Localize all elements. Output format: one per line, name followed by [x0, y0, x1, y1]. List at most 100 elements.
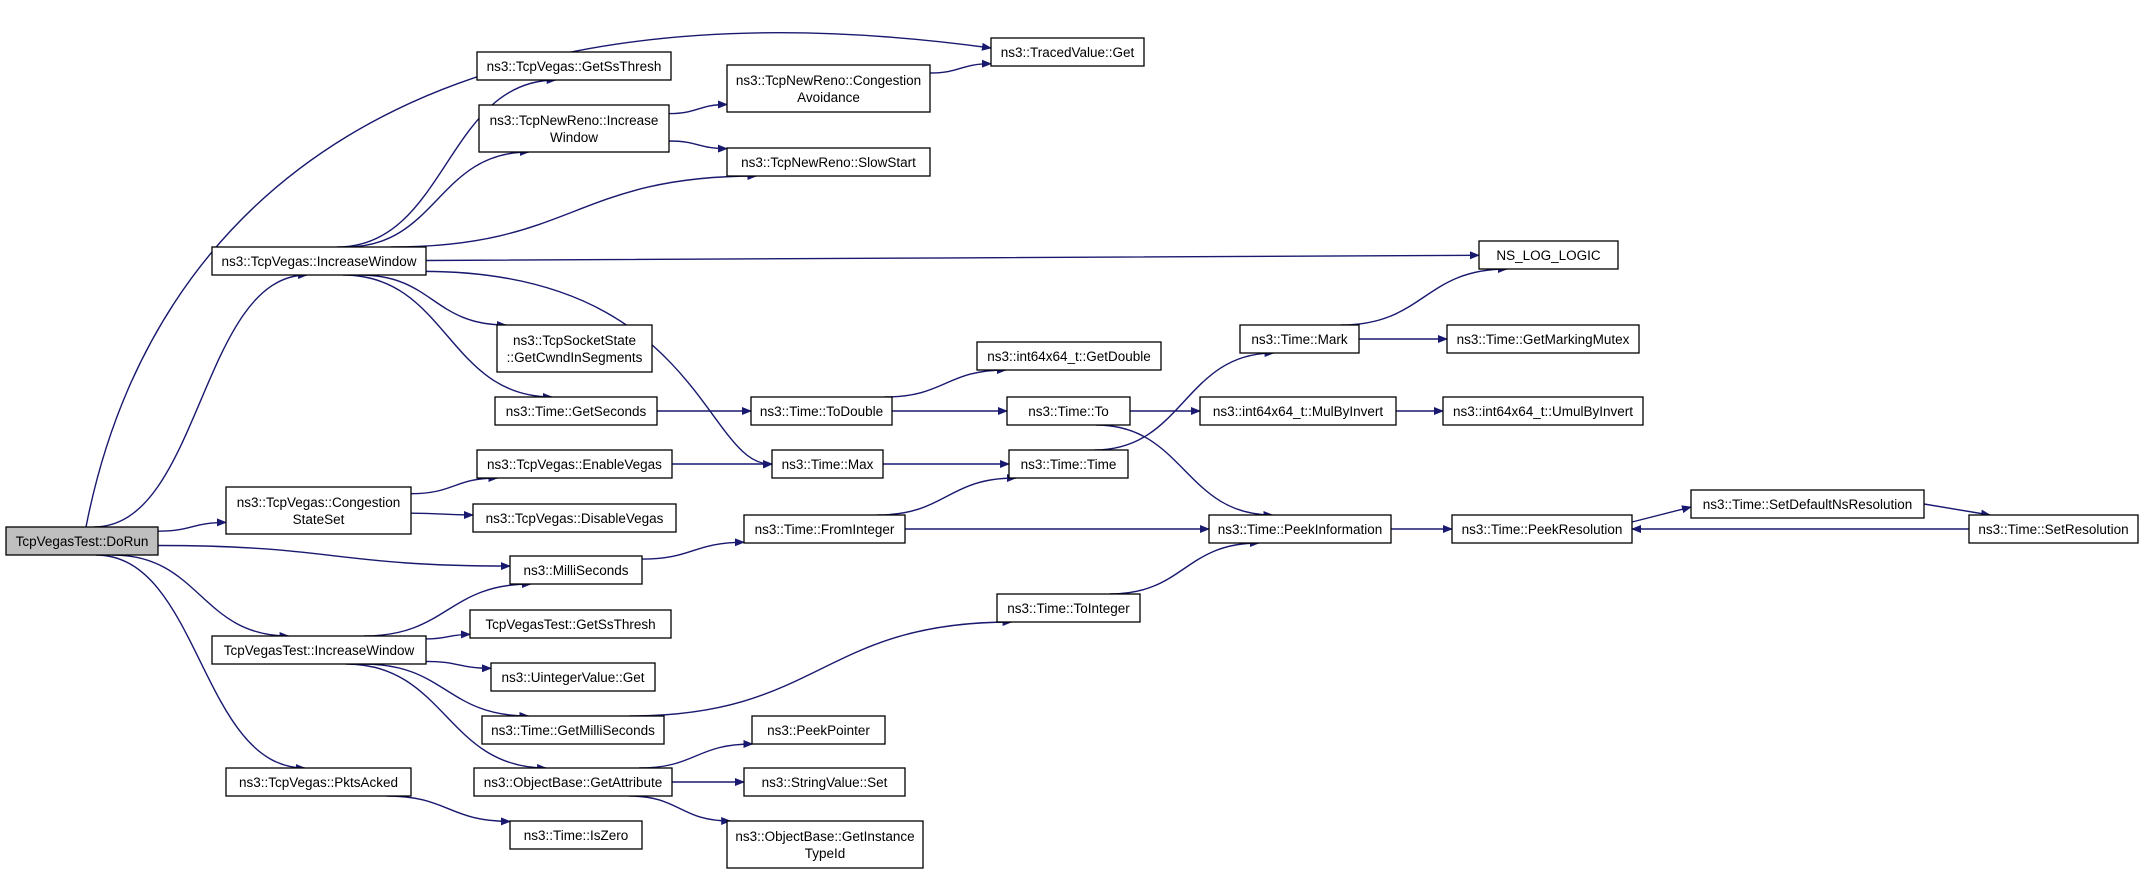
node-box: [771, 449, 884, 479]
node-vegas_increase[interactable]: ns3::TcpVegas::IncreaseWindow: [211, 246, 427, 276]
node-traced_get[interactable]: ns3::TracedValue::Get: [990, 37, 1145, 67]
edge-to-to-peekinfo: [1095, 424, 1274, 519]
edge-vegas_congestion-to-enablevegas: [410, 474, 499, 495]
node-milliseconds[interactable]: ns3::MilliSeconds: [509, 555, 643, 585]
node-getattribute[interactable]: ns3::ObjectBase::GetAttribute: [473, 767, 673, 797]
node-label: TcpVegasTest::DoRun: [16, 534, 149, 549]
node-box: [1446, 324, 1640, 354]
node-box: [481, 715, 665, 745]
node-label: ns3::TcpVegas::GetSsThresh: [487, 59, 662, 74]
node-pktsacked[interactable]: ns3::TcpVegas::PktsAcked: [225, 767, 412, 797]
node-box: [1968, 514, 2139, 544]
edge-vegas_congestion-to-disablevegas: [410, 510, 474, 519]
node-box: [1239, 324, 1360, 354]
node-box: [1690, 489, 1925, 519]
edge-vegas_increase-to-vegas_getss: [337, 76, 557, 248]
node-label: Window: [550, 130, 598, 145]
node-box: [751, 715, 886, 745]
node-box: [1442, 396, 1644, 426]
node-box: [726, 820, 924, 869]
node-box: [225, 486, 412, 535]
node-label: ::GetCwndInSegments: [507, 350, 643, 365]
edge-dorun-to-milliseconds: [157, 544, 511, 571]
node-label: ns3::int64x64_t::UmulByInvert: [1453, 404, 1633, 419]
node-box: [1199, 396, 1397, 426]
edge-dorun-to-vegas_congestion: [157, 518, 227, 532]
node-vegas_getss[interactable]: ns3::TcpVegas::GetSsThresh: [476, 51, 672, 81]
node-to[interactable]: ns3::Time::To: [1006, 396, 1131, 426]
node-label: ns3::Time::Mark: [1251, 332, 1348, 347]
node-markingmutex[interactable]: ns3::Time::GetMarkingMutex: [1446, 324, 1640, 354]
node-box: [1478, 240, 1619, 270]
node-peekres[interactable]: ns3::Time::PeekResolution: [1451, 514, 1633, 544]
node-label: ns3::Time::Max: [782, 457, 874, 472]
node-box: [478, 104, 670, 153]
node-log_logic[interactable]: NS_LOG_LOGIC: [1478, 240, 1619, 270]
node-peekinfo[interactable]: ns3::Time::PeekInformation: [1208, 514, 1392, 544]
node-stringset[interactable]: ns3::StringValue::Set: [743, 767, 906, 797]
node-peekpointer[interactable]: ns3::PeekPointer: [751, 715, 886, 745]
node-label: ns3::StringValue::Set: [762, 775, 888, 790]
node-box: [990, 37, 1145, 67]
node-label: ns3::int64x64_t::GetDouble: [987, 349, 1151, 364]
node-label: ns3::TcpNewReno::Congestion: [736, 73, 921, 88]
node-getdouble[interactable]: ns3::int64x64_t::GetDouble: [976, 341, 1162, 371]
node-label: ns3::Time::GetMarkingMutex: [1457, 332, 1630, 347]
node-test_getss[interactable]: TcpVegasTest::GetSsThresh: [469, 609, 672, 639]
node-mark[interactable]: ns3::Time::Mark: [1239, 324, 1360, 354]
node-mulbyinvert[interactable]: ns3::int64x64_t::MulByInvert: [1199, 396, 1397, 426]
node-label: ns3::Time::To: [1028, 404, 1109, 419]
node-getseconds[interactable]: ns3::Time::GetSeconds: [494, 396, 658, 426]
node-setres[interactable]: ns3::Time::SetResolution: [1968, 514, 2139, 544]
node-enablevegas[interactable]: ns3::TcpVegas::EnableVegas: [476, 449, 673, 479]
node-tointeger[interactable]: ns3::Time::ToInteger: [996, 593, 1141, 623]
edge-dorun-to-traced_get: [85, 32, 992, 528]
node-label: ns3::TcpNewReno::SlowStart: [741, 155, 916, 170]
node-label: ns3::MilliSeconds: [523, 563, 628, 578]
node-box: [211, 635, 427, 665]
node-label: ns3::PeekPointer: [767, 723, 870, 738]
node-dorun[interactable]: TcpVegasTest::DoRun: [5, 526, 159, 556]
edge-newreno_increase-to-newreno_ca: [668, 100, 728, 115]
node-test_increase[interactable]: TcpVegasTest::IncreaseWindow: [211, 635, 427, 665]
node-newreno_ss[interactable]: ns3::TcpNewReno::SlowStart: [726, 147, 931, 177]
edge-todouble-to-getdouble: [884, 366, 1007, 398]
node-box: [211, 246, 427, 276]
edge-milliseconds-to-frominteger: [641, 538, 745, 560]
edge-dorun-to-pktsacked: [95, 554, 306, 772]
node-box: [490, 662, 656, 692]
node-getcwnd[interactable]: ns3::TcpSocketState::GetCwndInSegments: [496, 324, 653, 373]
node-box: [1451, 514, 1633, 544]
node-label: ns3::TracedValue::Get: [1001, 45, 1135, 60]
edge-test_increase-to-getattribute: [345, 663, 548, 772]
edge-vegas_increase-to-newreno_increase: [345, 148, 530, 248]
node-getms[interactable]: ns3::Time::GetMilliSeconds: [481, 715, 665, 745]
node-box: [496, 324, 653, 373]
node-box: [1208, 514, 1392, 544]
node-label: ns3::Time::SetResolution: [1978, 522, 2128, 537]
node-label: ns3::Time::GetSeconds: [506, 404, 647, 419]
node-disablevegas[interactable]: ns3::TcpVegas::DisableVegas: [472, 503, 677, 533]
edge-getattribute-to-getinstance: [629, 795, 732, 825]
node-label: ns3::ObjectBase::GetInstance: [735, 829, 914, 844]
node-max[interactable]: ns3::Time::Max: [771, 449, 884, 479]
node-newreno_increase[interactable]: ns3::TcpNewReno::IncreaseWindow: [478, 104, 670, 153]
node-uintget[interactable]: ns3::UintegerValue::Get: [490, 662, 656, 692]
node-box: [476, 51, 672, 81]
node-umulbyinvert[interactable]: ns3::int64x64_t::UmulByInvert: [1442, 396, 1644, 426]
node-label: ns3::TcpSocketState: [513, 333, 636, 348]
node-setdefaultns[interactable]: ns3::Time::SetDefaultNsResolution: [1690, 489, 1925, 519]
edge-vegas_increase-to-getcwnd: [359, 274, 507, 329]
edge-getms-to-tointeger: [629, 618, 1013, 717]
node-label: ns3::UintegerValue::Get: [501, 670, 644, 685]
edge-test_increase-to-getms: [363, 663, 530, 720]
node-frominteger[interactable]: ns3::Time::FromInteger: [743, 514, 906, 544]
node-iszero[interactable]: ns3::Time::IsZero: [509, 820, 643, 850]
node-todouble[interactable]: ns3::Time::ToDouble: [750, 396, 893, 426]
node-time[interactable]: ns3::Time::Time: [1008, 449, 1129, 479]
